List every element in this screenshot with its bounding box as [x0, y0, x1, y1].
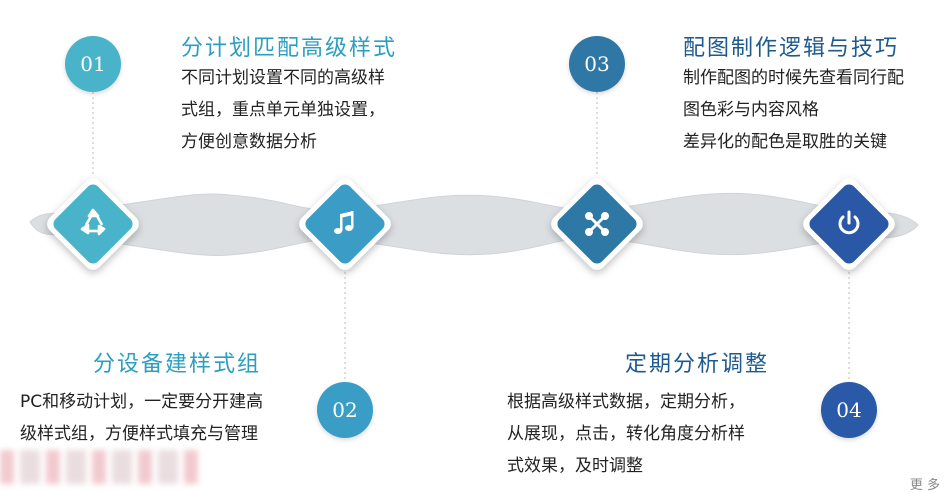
- step-description-03: 制作配图的时候先查看同行配 图色彩与内容风格 差异化的配色是取胜的关键: [683, 68, 904, 152]
- step-title-02: 分设备建样式组: [93, 352, 262, 377]
- recycle-icon: [80, 208, 106, 236]
- step-title-01: 分计划匹配高级样式: [181, 36, 398, 61]
- step-number-03: 03: [569, 36, 625, 92]
- connector-ribbon: [29, 192, 919, 256]
- step-number-04: 04: [821, 382, 877, 438]
- diamond-node-01: [47, 178, 139, 270]
- step-number-02: 02: [317, 382, 373, 438]
- diamond-node-02: [299, 178, 391, 270]
- step-title-03: 配图制作逻辑与技巧: [683, 36, 900, 61]
- step-description-01: 不同计划设置不同的高级样 式组，重点单元单独设置， 方便创意数据分析: [181, 68, 385, 152]
- puzzle-icon: [585, 212, 609, 236]
- blurred-watermark: [0, 450, 200, 484]
- step-number-01: 01: [65, 36, 121, 92]
- music-note-icon: [334, 211, 354, 234]
- step-title-04: 定期分析调整: [625, 352, 770, 377]
- step-description-04: 根据高级样式数据，定期分析， 从展现，点击，转化角度分析样 式效果，及时调整: [507, 392, 745, 476]
- step-description-02: PC和移动计划，一定要分开建高 级样式组，方便样式填充与管理: [20, 392, 264, 444]
- power-icon: [838, 210, 860, 235]
- more-link-partial[interactable]: 更 多: [909, 478, 940, 493]
